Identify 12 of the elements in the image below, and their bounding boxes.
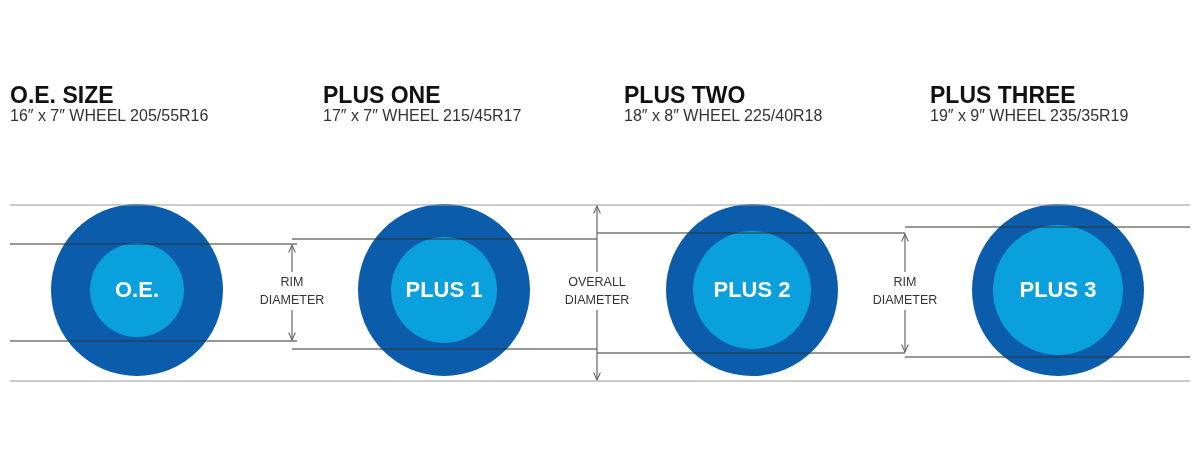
wheel-spec: 16″ x 7″ WHEEL 205/55R16 <box>10 107 209 125</box>
size-heading: O.E. SIZE <box>10 82 114 109</box>
wheel-spec: 17″ x 7″ WHEEL 215/45R17 <box>323 107 522 125</box>
wheel-label: PLUS 3 <box>1019 277 1097 303</box>
wheel-label: PLUS 1 <box>405 277 483 303</box>
size-heading: PLUS TWO <box>624 82 746 109</box>
wheel-spec: 18″ x 8″ WHEEL 225/40R18 <box>624 107 823 125</box>
size-heading: PLUS ONE <box>323 82 441 109</box>
wheel-label: PLUS 2 <box>713 277 791 303</box>
wheel-label: O.E. <box>115 277 159 303</box>
size-heading: PLUS THREE <box>930 82 1076 109</box>
wheel-spec: 19″ x 9″ WHEEL 235/35R19 <box>930 107 1129 125</box>
